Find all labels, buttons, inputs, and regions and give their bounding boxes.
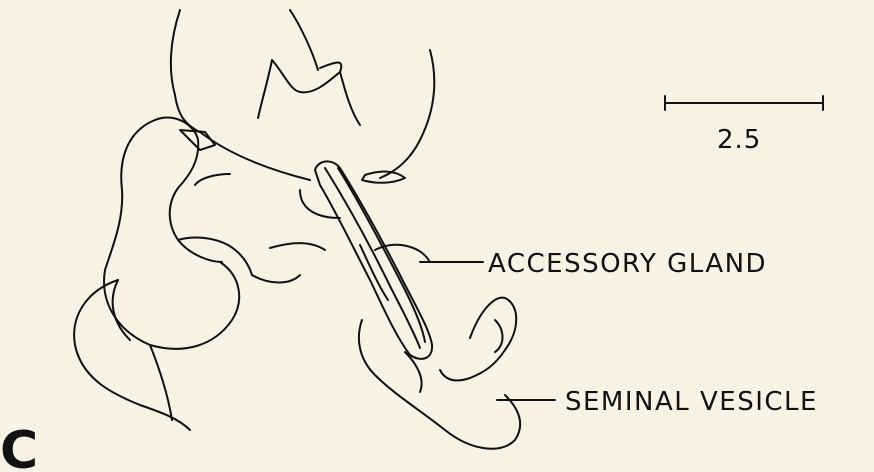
lower-left-lobe-outline (74, 280, 190, 430)
scale-bar (665, 96, 823, 110)
scale-bar-label: 2.5 (717, 125, 761, 155)
upper-body-outline (171, 10, 434, 183)
accessory-gland-outline (315, 161, 432, 358)
accessory-gland-label: ACCESSORY GLAND (488, 249, 767, 279)
seminal-vesicle-label: SEMINAL VESICLE (565, 387, 818, 417)
left-lobe-outline (104, 118, 340, 349)
panel-letter: C (0, 421, 38, 472)
